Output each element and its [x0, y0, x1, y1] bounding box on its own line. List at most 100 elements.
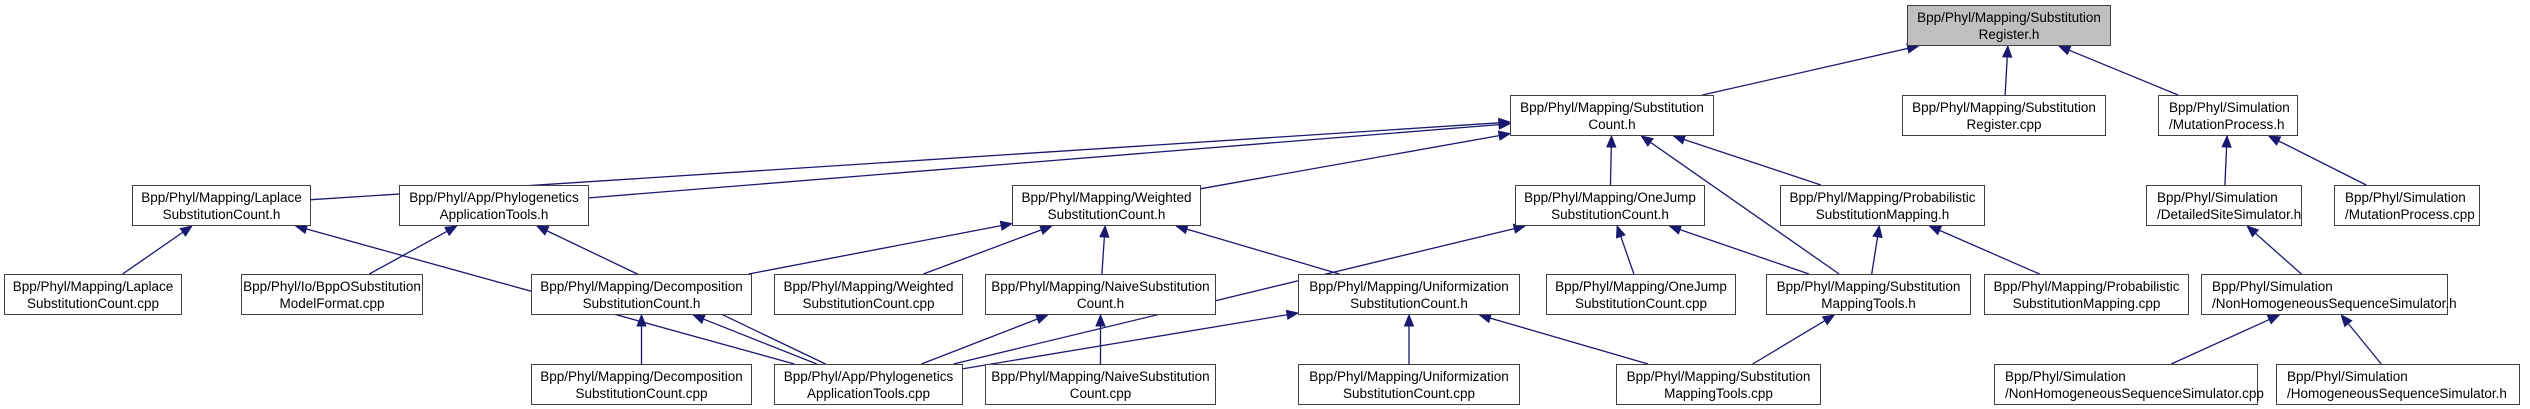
- arrowhead-icon: [1095, 313, 1106, 327]
- arrowhead-icon: [1403, 313, 1415, 327]
- arrowhead-icon: [1035, 314, 1049, 325]
- node-label-line: Bpp/Phyl/Mapping/Substitution: [1520, 99, 1704, 115]
- node-naive-substitution-count-cpp[interactable]: Bpp/Phyl/Mapping/NaiveSubstitution Count…: [985, 364, 1216, 405]
- node-label-line: Bpp/Phyl/Mapping/OneJump: [1555, 278, 1727, 294]
- node-label-line: Bpp/Phyl/Mapping/Uniformization: [1309, 368, 1509, 384]
- node-uniformization-substitution-count-cpp[interactable]: Bpp/Phyl/Mapping/Uniformization Substitu…: [1298, 364, 1520, 405]
- node-weighted-substitution-count-cpp[interactable]: Bpp/Phyl/Mapping/Weighted SubstitutionCo…: [774, 274, 963, 315]
- node-label-line: Bpp/Phyl/Mapping/Substitution: [1917, 9, 2101, 25]
- edge-uniformization_substitution_count_h-to-weighted_substitution_count_h: [1186, 228, 1340, 275]
- node-weighted-substitution-count-h[interactable]: Bpp/Phyl/Mapping/Weighted SubstitutionCo…: [1012, 185, 1201, 226]
- node-label-line: Bpp/Phyl/Simulation: [2005, 368, 2126, 384]
- node-decomposition-substitution-count-h[interactable]: Bpp/Phyl/Mapping/Decomposition Substitut…: [531, 274, 752, 315]
- node-probabilistic-substitution-mapping-h[interactable]: Bpp/Phyl/Mapping/Probabilistic Substitut…: [1780, 185, 1985, 226]
- node-label-line: SubstitutionCount.h: [582, 295, 701, 311]
- node-substitution-count-h[interactable]: Bpp/Phyl/Mapping/Substitution Count.h: [1510, 95, 1714, 136]
- node-label-line: Count.h: [1076, 295, 1125, 311]
- node-nonhomogeneous-sequence-simulator-cpp[interactable]: Bpp/Phyl/Simulation /NonHomogeneousSeque…: [1994, 364, 2264, 405]
- arrowhead-icon: [1928, 225, 1943, 236]
- node-detailed-site-simulator-h[interactable]: Bpp/Phyl/Simulation /DetailedSiteSimulat…: [2146, 185, 2302, 226]
- node-mutation-process-h[interactable]: Bpp/Phyl/Simulation /MutationProcess.h: [2158, 95, 2298, 136]
- edge-nonhomogeneous_sequence_simulator_cpp-to-nonhomogeneous_sequence_simulator_h: [2170, 318, 2270, 365]
- arrowhead-icon: [2266, 314, 2281, 325]
- node-decomposition-substitution-count-cpp[interactable]: Bpp/Phyl/Mapping/Decomposition Substitut…: [531, 364, 752, 405]
- node-naive-substitution-count-h[interactable]: Bpp/Phyl/Mapping/NaiveSubstitution Count…: [985, 274, 1216, 315]
- arrowhead-icon: [1497, 130, 1512, 141]
- node-label-line: /NonHomogeneousSequenceSimulator.cpp: [2005, 385, 2264, 401]
- node-label-line: Bpp/Phyl/Io/BppOSubstitution: [243, 278, 421, 294]
- node-label-line: SubstitutionCount.cpp: [575, 385, 708, 401]
- node-mutation-process-cpp[interactable]: Bpp/Phyl/Simulation /MutationProcess.cpp: [2334, 185, 2480, 226]
- node-label-line: Bpp/Phyl/Mapping/Probabilistic: [1789, 189, 1976, 205]
- node-nonhomogeneous-sequence-simulator-h[interactable]: Bpp/Phyl/Simulation /NonHomogeneousSeque…: [2201, 274, 2457, 315]
- node-label-line: Bpp/Phyl/Mapping/Uniformization: [1309, 278, 1509, 294]
- node-bppo-substitution-model-format-cpp[interactable]: Bpp/Phyl/Io/BppOSubstitution ModelFormat…: [241, 274, 423, 315]
- node-label-line: /MutationProcess.cpp: [2345, 206, 2475, 222]
- arrowhead-icon: [1668, 224, 1683, 235]
- node-label-line: Bpp/Phyl/Simulation: [2169, 99, 2290, 115]
- node-substitution-register-cpp[interactable]: Bpp/Phyl/Mapping/Substitution Register.c…: [1902, 95, 2106, 136]
- edge-weighted_substitution_count_h-to-substitution_count_h: [1200, 134, 1500, 190]
- edge-detailed_site_simulator_h-to-mutation_process_h: [2224, 146, 2228, 186]
- arrowhead-icon: [1498, 119, 1512, 130]
- edge-decomposition_substitution_count_h-to-weighted_substitution_count_h: [748, 225, 1002, 275]
- edge-mutation_process_cpp-to-mutation_process_h: [2278, 140, 2367, 186]
- arrowhead-icon: [636, 313, 647, 327]
- edge-laplace_substitution_count_cpp-to-laplace_substitution_count_h: [122, 231, 184, 275]
- node-label-line: MappingTools.cpp: [1664, 385, 1773, 401]
- edge-phylogenetics_application_tools_cpp-to-naive_substitution_count_h: [921, 318, 1038, 365]
- node-label-line: SubstitutionMapping.cpp: [2012, 295, 2161, 311]
- node-substitution-mapping-tools-h[interactable]: Bpp/Phyl/Mapping/Substitution MappingToo…: [1766, 274, 1971, 315]
- edge-phylogenetics_application_tools_cpp-to-decomposition_substitution_count_h: [703, 318, 818, 365]
- node-label-line: Bpp/Phyl/Mapping/Substitution: [1626, 368, 1811, 384]
- node-substitution-register-h[interactable]: Bpp/Phyl/Mapping/Substitution Register.h: [1907, 5, 2111, 46]
- node-label-line: Bpp/Phyl/Mapping/Weighted: [783, 278, 954, 294]
- arrowhead-icon: [2057, 45, 2072, 56]
- node-label-line: ModelFormat.cpp: [279, 295, 385, 311]
- arrowhead-icon: [1672, 134, 1687, 145]
- node-label-line: Bpp/Phyl/App/Phylogenetics: [783, 368, 954, 384]
- node-label-line: Bpp/Phyl/Mapping/Decomposition: [540, 368, 743, 384]
- edge-weighted_substitution_count_cpp-to-weighted_substitution_count_h: [923, 229, 1042, 275]
- arrowhead-icon: [1099, 224, 1110, 238]
- node-label-line: SubstitutionCount.cpp: [1342, 385, 1476, 401]
- edge-substitution_mapping_tools_h-to-probabilistic_substitution_mapping_h: [1871, 236, 1879, 275]
- node-substitution-mapping-tools-cpp[interactable]: Bpp/Phyl/Mapping/Substitution MappingToo…: [1616, 364, 1821, 405]
- arrowhead-icon: [1821, 314, 1836, 326]
- arrowhead-icon: [2340, 313, 2353, 328]
- arrowhead-icon: [535, 225, 550, 236]
- node-uniformization-substitution-count-h[interactable]: Bpp/Phyl/Mapping/Uniformization Substitu…: [1298, 274, 1520, 315]
- node-onejump-substitution-count-h[interactable]: Bpp/Phyl/Mapping/OneJump SubstitutionCou…: [1515, 185, 1705, 226]
- node-label-line: Bpp/Phyl/Mapping/Laplace: [12, 278, 174, 294]
- node-label-line: ApplicationTools.h: [439, 206, 549, 222]
- node-label-line: Count.h: [1588, 116, 1636, 132]
- edge-naive_substitution_count_h-to-weighted_substitution_count_h: [1101, 236, 1106, 275]
- node-label-line: Bpp/Phyl/Simulation: [2212, 278, 2333, 294]
- node-label-line: Bpp/Phyl/App/Phylogenetics: [409, 189, 579, 205]
- edge-substitution_count_h-to-substitution_register_h: [1702, 47, 1908, 96]
- node-homogeneous-sequence-simulator-h[interactable]: Bpp/Phyl/Simulation /HomogeneousSequence…: [2276, 364, 2520, 405]
- node-onejump-substitution-count-cpp[interactable]: Bpp/Phyl/Mapping/OneJump SubstitutionCou…: [1546, 274, 1736, 315]
- node-label-line: SubstitutionCount.cpp: [1574, 295, 1708, 311]
- node-laplace-substitution-count-cpp[interactable]: Bpp/Phyl/Mapping/Laplace SubstitutionCou…: [4, 274, 182, 315]
- node-label-line: /DetailedSiteSimulator.h: [2157, 206, 2302, 222]
- arrowhead-icon: [2246, 225, 2260, 238]
- edge-substitution_mapping_tools_cpp-to-substitution_mapping_tools_h: [1752, 320, 1826, 365]
- node-label-line: Bpp/Phyl/Mapping/OneJump: [1524, 189, 1696, 205]
- edge-onejump_substitution_count_h-to-substitution_count_h: [1609, 146, 1612, 186]
- node-label-line: SubstitutionCount.h: [1047, 206, 1166, 222]
- node-label-line: /NonHomogeneousSequenceSimulator.h: [2212, 295, 2457, 311]
- node-label-line: Bpp/Phyl/Mapping/NaiveSubstitution: [991, 368, 1210, 384]
- node-label-line: ApplicationTools.cpp: [806, 385, 931, 401]
- edge-substitution_register_cpp-to-substitution_register_h: [2004, 56, 2008, 96]
- node-label-line: SubstitutionCount.h: [1551, 206, 1669, 222]
- node-phylogenetics-application-tools-cpp[interactable]: Bpp/Phyl/App/Phylogenetics ApplicationTo…: [774, 364, 963, 405]
- node-label-line: Bpp/Phyl/Mapping/Decomposition: [540, 278, 743, 294]
- node-label-line: /HomogeneousSequenceSimulator.h: [2287, 385, 2507, 401]
- node-probabilistic-substitution-mapping-cpp[interactable]: Bpp/Phyl/Mapping/Probabilistic Substitut…: [1984, 274, 2189, 315]
- node-laplace-substitution-count-h[interactable]: Bpp/Phyl/Mapping/Laplace SubstitutionCou…: [132, 185, 311, 226]
- arrowhead-icon: [179, 225, 193, 237]
- node-phylogenetics-application-tools-h[interactable]: Bpp/Phyl/App/Phylogenetics ApplicationTo…: [399, 185, 589, 226]
- edge-substitution_mapping_tools_h-to-substitution_count_h: [1650, 141, 1840, 275]
